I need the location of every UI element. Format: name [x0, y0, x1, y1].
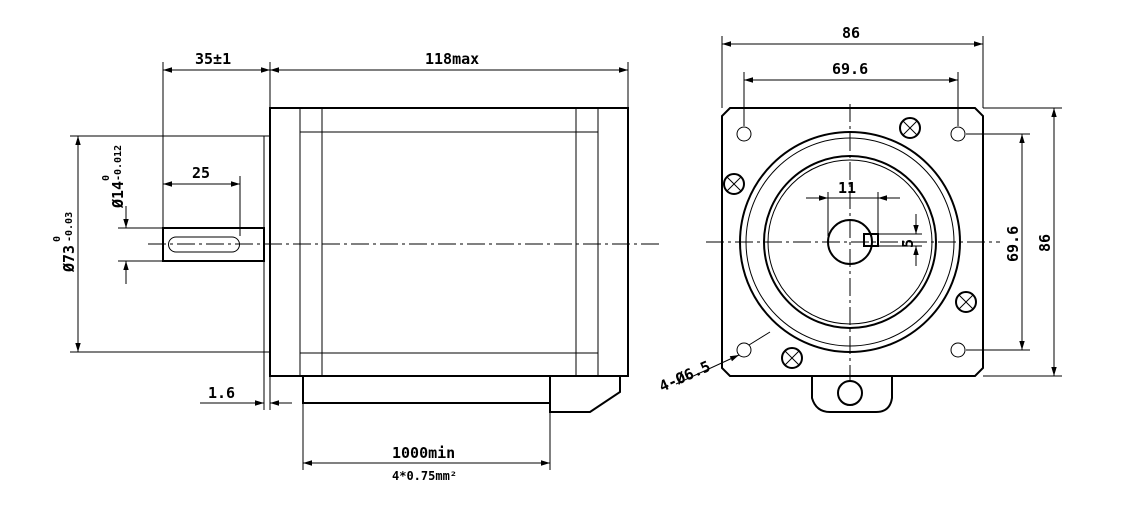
mount-hole	[950, 342, 966, 358]
pilot-tol-lower: -0.03	[64, 212, 75, 242]
lead-hole	[837, 380, 863, 406]
lead-outlet	[549, 375, 621, 413]
pilot-diameter-dim: Ø73	[60, 245, 78, 273]
key-height-dim: 5	[899, 239, 917, 248]
shaft-diameter-dim: Ø14	[109, 181, 127, 209]
side-dimensions: 35±1 118max 25 Ø14 0 -0.012 Ø73 0 -0.03	[52, 50, 629, 483]
motor-body	[269, 107, 629, 377]
side-view	[148, 107, 660, 413]
hole-spacing-x-dim: 69.6	[832, 60, 868, 78]
screw-icon	[955, 291, 977, 313]
screw-icon	[899, 117, 921, 139]
flange-outline	[721, 107, 984, 377]
screw-icon	[723, 173, 745, 195]
shaft-key	[863, 233, 879, 247]
shaft-keyway	[168, 236, 240, 253]
mount-hole	[950, 126, 966, 142]
pilot-tol-upper: 0	[52, 236, 63, 242]
lead-spec-dim: 4*0.75mm²	[392, 469, 457, 483]
shaft-tol-lower: -0.012	[113, 145, 124, 181]
lead-boss	[811, 376, 893, 413]
key-length-dim: 25	[192, 164, 210, 182]
mount-hole	[736, 342, 752, 358]
body-length-dim: 118max	[425, 50, 479, 68]
lead-length-dim: 1000min	[392, 444, 455, 462]
lead-cable	[302, 376, 551, 404]
shaft-tol-upper: 0	[101, 175, 112, 181]
hole-spacing-y-dim: 69.6	[1004, 226, 1022, 262]
screw-icon	[781, 347, 803, 369]
front-dimensions: 86 69.6 69.6 86 11 5 4-Ø6.5	[656, 24, 1062, 396]
key-width-dim: 11	[838, 179, 856, 197]
mount-hole	[736, 126, 752, 142]
front-view	[706, 104, 1000, 413]
flange-width-dim: 86	[842, 24, 860, 42]
shaft-extension-dim: 35±1	[195, 50, 231, 68]
flange-thickness-dim: 1.6	[208, 384, 235, 402]
flange-height-dim: 86	[1036, 234, 1054, 252]
mount-holes-dim: 4-Ø6.5	[656, 357, 713, 395]
